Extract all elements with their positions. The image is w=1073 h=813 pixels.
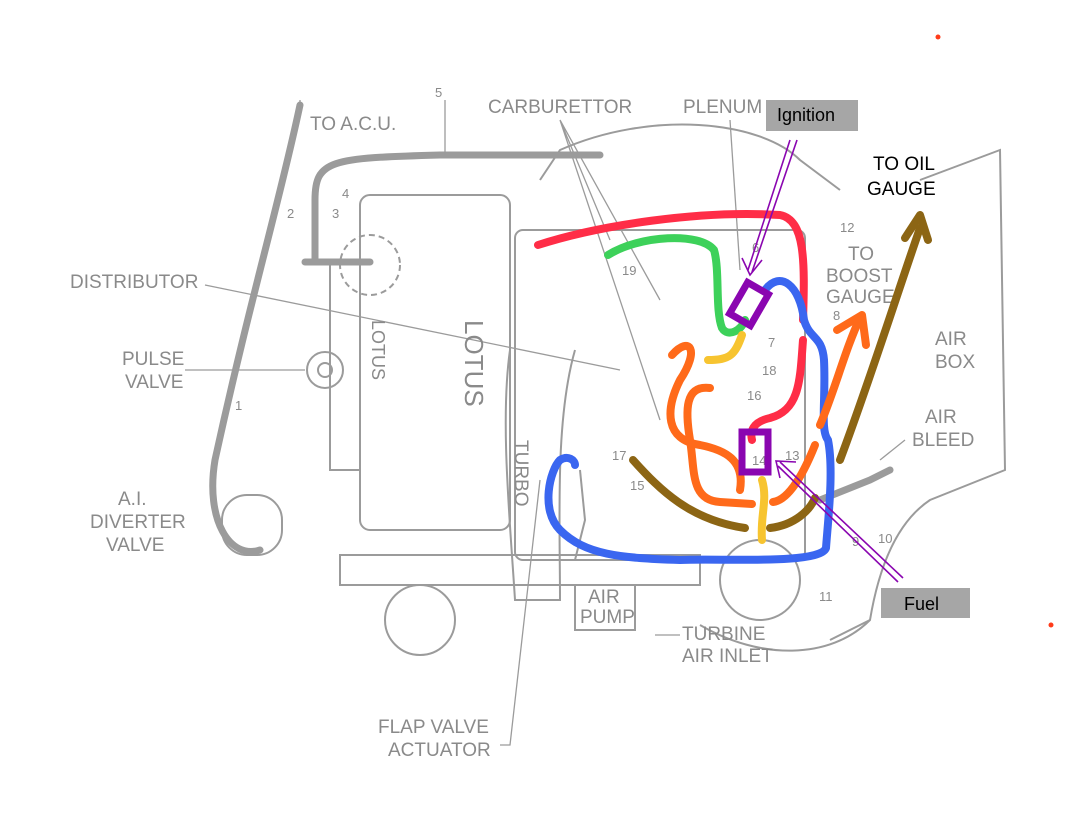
orange-hose: [769, 441, 819, 506]
part-number: 16: [747, 388, 761, 403]
label-to-oil-gauge: GAUGE: [867, 179, 936, 200]
part-number: 7: [768, 335, 775, 350]
air-box: [829, 148, 1007, 641]
label-to-boost-gauge: TO: [848, 244, 874, 265]
label-turbo: TURBO: [510, 440, 531, 507]
diverter-valve-body: [221, 494, 283, 556]
label-diverter-valve: VALVE: [106, 535, 164, 556]
label-plenum: PLENUM: [683, 97, 762, 118]
orange-hose: [816, 314, 864, 429]
part-number: 12: [840, 220, 854, 235]
part-number: 2: [287, 206, 294, 221]
part-number: 10: [878, 531, 892, 546]
pulse-valve-body: [306, 351, 344, 389]
engine-line-art: [209, 101, 1007, 656]
green-hose: [604, 234, 749, 337]
ignition-label: Ignition: [777, 105, 835, 125]
label-air-box: BOX: [935, 352, 975, 373]
leader-lines: [185, 100, 906, 746]
brown-hose: [836, 224, 924, 464]
red-dot: [1048, 622, 1054, 628]
turbo-pipe: [504, 349, 576, 601]
label-diverter-valve: DIVERTER: [90, 512, 186, 533]
ignition-fitting: [724, 277, 774, 331]
label-flap-valve-actuator: ACTUATOR: [388, 740, 491, 761]
part-number: 4: [342, 186, 349, 201]
label-flap-valve-actuator: FLAP VALVE: [378, 717, 489, 738]
fuel-label: Fuel: [904, 594, 939, 614]
part-number: 1: [235, 398, 242, 413]
label-to-acu: TO A.C.U.: [310, 114, 396, 135]
red-hose: [534, 210, 808, 324]
engine-base: [339, 554, 701, 586]
brown-hose: [629, 456, 749, 532]
hose-5: [311, 151, 604, 264]
orange-arrowhead: [833, 311, 870, 349]
label-lotus-small: LOTUS: [368, 320, 388, 380]
label-to-boost-gauge: GAUGE: [826, 287, 895, 308]
hose-overlays: [534, 139, 932, 583]
label-air-bleed: BLEED: [912, 430, 974, 451]
label-air-box: AIR: [935, 329, 967, 350]
label-pulse-valve: VALVE: [125, 372, 183, 393]
part-number: 13: [785, 448, 799, 463]
label-air-bleed: AIR: [925, 407, 957, 428]
blue-hose: [544, 277, 835, 564]
red-dot: [935, 34, 941, 40]
part-number: 14: [752, 453, 766, 468]
label-diverter-valve: A.I.: [118, 489, 147, 510]
fuel-callout: Fuel: [881, 588, 970, 618]
air-pump-body: [574, 584, 636, 631]
label-to-boost-gauge: BOOST: [826, 266, 893, 287]
label-lotus: LOTUS: [459, 320, 489, 407]
label-to-oil-gauge: TO OIL: [873, 154, 935, 175]
label-turbine-air-inlet: TURBINE: [682, 624, 765, 645]
part-number: 11: [819, 589, 833, 604]
diagram-labels: TO A.C.U. CARBURETTOR PLENUM DISTRIBUTOR…: [70, 97, 975, 761]
ignition-callout: Ignition: [766, 100, 858, 131]
part-number: 17: [612, 448, 626, 463]
yellow-hose: [757, 476, 769, 544]
label-air-pump: PUMP: [580, 607, 635, 628]
part-number: 19: [622, 263, 636, 278]
part-number: 15: [630, 478, 644, 493]
fuel-fitting: [738, 428, 772, 476]
part-number: 5: [435, 85, 442, 100]
hose-1: [209, 101, 304, 555]
orange-hose: [666, 341, 745, 494]
part-number: 18: [762, 363, 776, 378]
label-air-pump: AIR: [588, 587, 620, 608]
label-distributor: DISTRIBUTOR: [70, 272, 198, 293]
part-number: 8: [833, 308, 840, 323]
label-pulse-valve: PULSE: [122, 349, 184, 370]
label-turbine-air-inlet: AIR INLET: [682, 646, 773, 667]
fuel-arrow: [777, 461, 904, 583]
label-carburettor: CARBURETTOR: [488, 97, 632, 118]
part-number: 3: [332, 206, 339, 221]
brown-arrowhead: [901, 211, 932, 244]
ignition-arrow: [747, 139, 798, 273]
orange-hose: [683, 383, 756, 508]
yellow-hose: [704, 331, 746, 364]
